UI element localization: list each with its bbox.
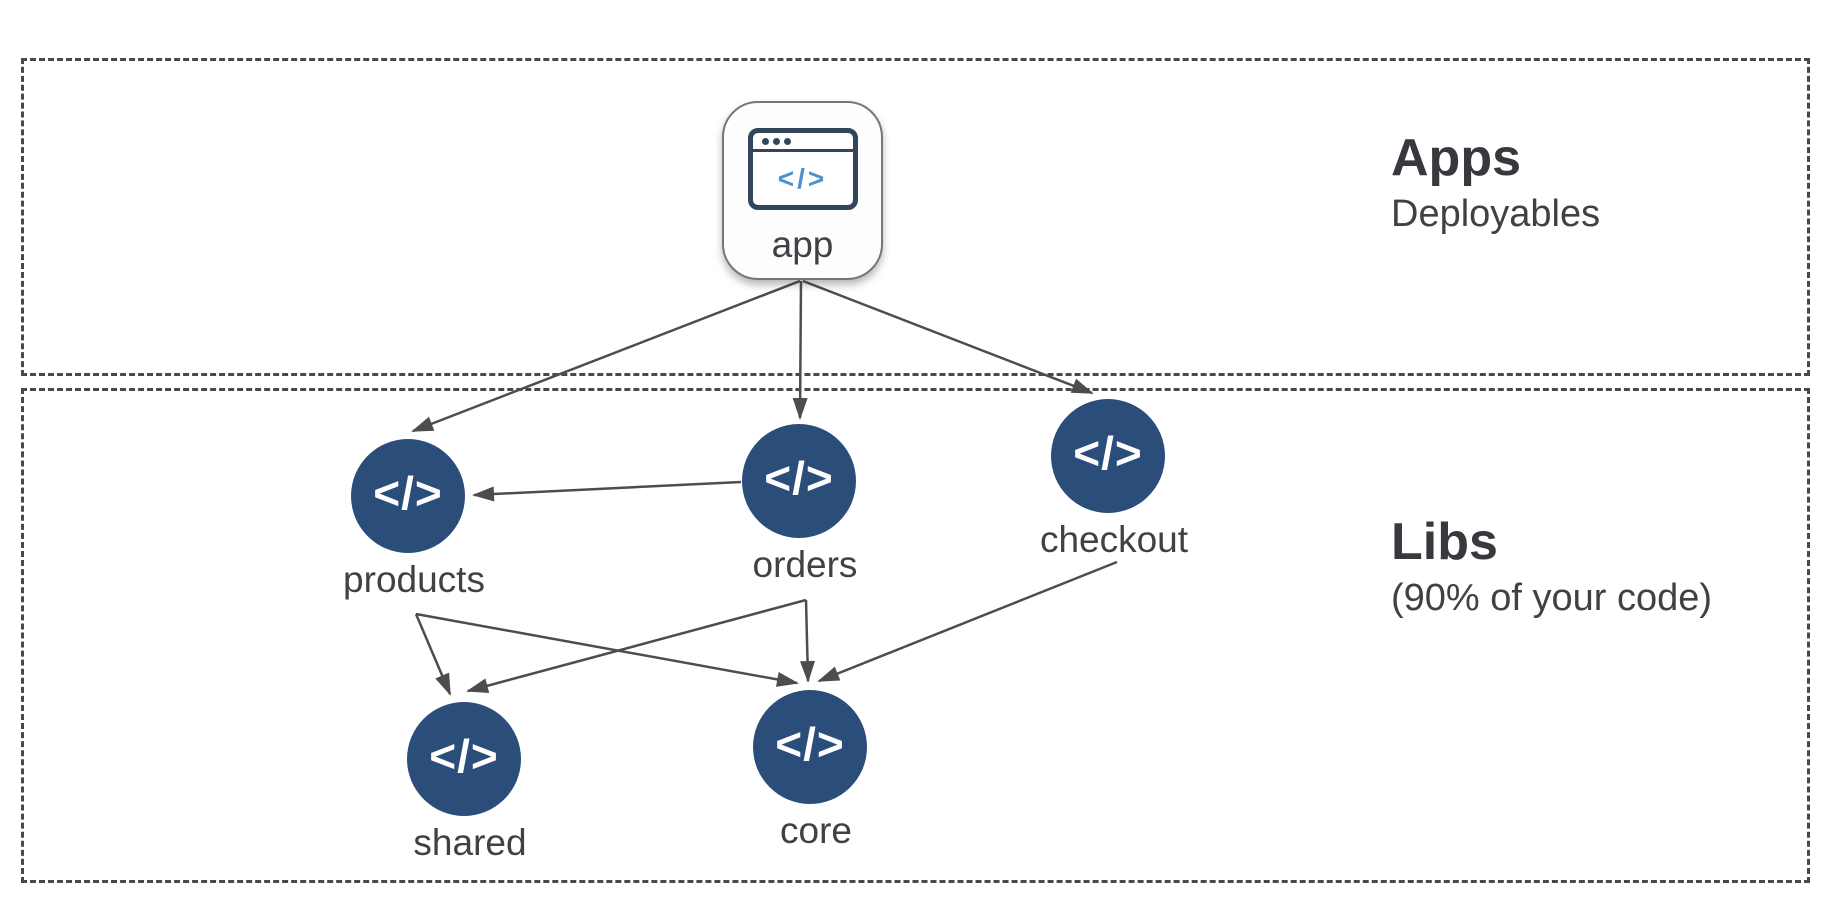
libs-subtitle: (90% of your code) (1391, 577, 1713, 619)
browser-dot-icon (772, 138, 780, 145)
node-orders: </> (742, 424, 856, 538)
node-label-core: core (780, 810, 852, 851)
node-app: </> app (722, 101, 883, 280)
browser-dot-icon (783, 138, 791, 145)
node-shared: </> (407, 702, 521, 816)
code-icon: </> (429, 730, 499, 782)
apps-section-label: Apps Deployables (1391, 128, 1600, 237)
node-label-app: app (771, 224, 834, 265)
node-label-products: products (343, 559, 485, 600)
edge-orders-to-core (800, 599, 816, 683)
node-core: </> (753, 690, 867, 804)
code-icon: </> (373, 467, 443, 519)
libs-section-border (21, 388, 1810, 883)
libs-section-label: Libs (90% of your code) (1391, 512, 1712, 621)
edge-checkout-to-core (817, 560, 1118, 683)
code-icon: </> (1073, 427, 1143, 479)
browser-dot-icon (761, 138, 769, 145)
node-checkout: </> (1051, 399, 1165, 513)
apps-subtitle: Deployables (1391, 193, 1601, 235)
libs-title: Libs (1391, 513, 1498, 571)
node-label-checkout: checkout (1039, 519, 1189, 560)
edge-products-to-shared (414, 613, 452, 696)
code-icon: </> (777, 162, 828, 194)
edge-app-to-orders (792, 280, 808, 420)
edge-orders-to-shared (466, 598, 807, 694)
code-icon: </> (764, 452, 834, 504)
node-label-orders: orders (752, 544, 858, 585)
apps-title: Apps (1391, 129, 1521, 187)
code-icon: </> (775, 718, 845, 770)
edge-products-to-core (415, 612, 799, 687)
browser-window-icon: </> (747, 128, 858, 210)
node-label-shared: shared (413, 822, 527, 863)
node-products: </> (351, 439, 465, 553)
apps-section-border (21, 58, 1810, 376)
edge-app-to-checkout (802, 279, 1094, 395)
edge-app-to-products (411, 279, 801, 433)
browser-titlebar (752, 133, 853, 152)
edge-orders-to-products (472, 480, 742, 502)
